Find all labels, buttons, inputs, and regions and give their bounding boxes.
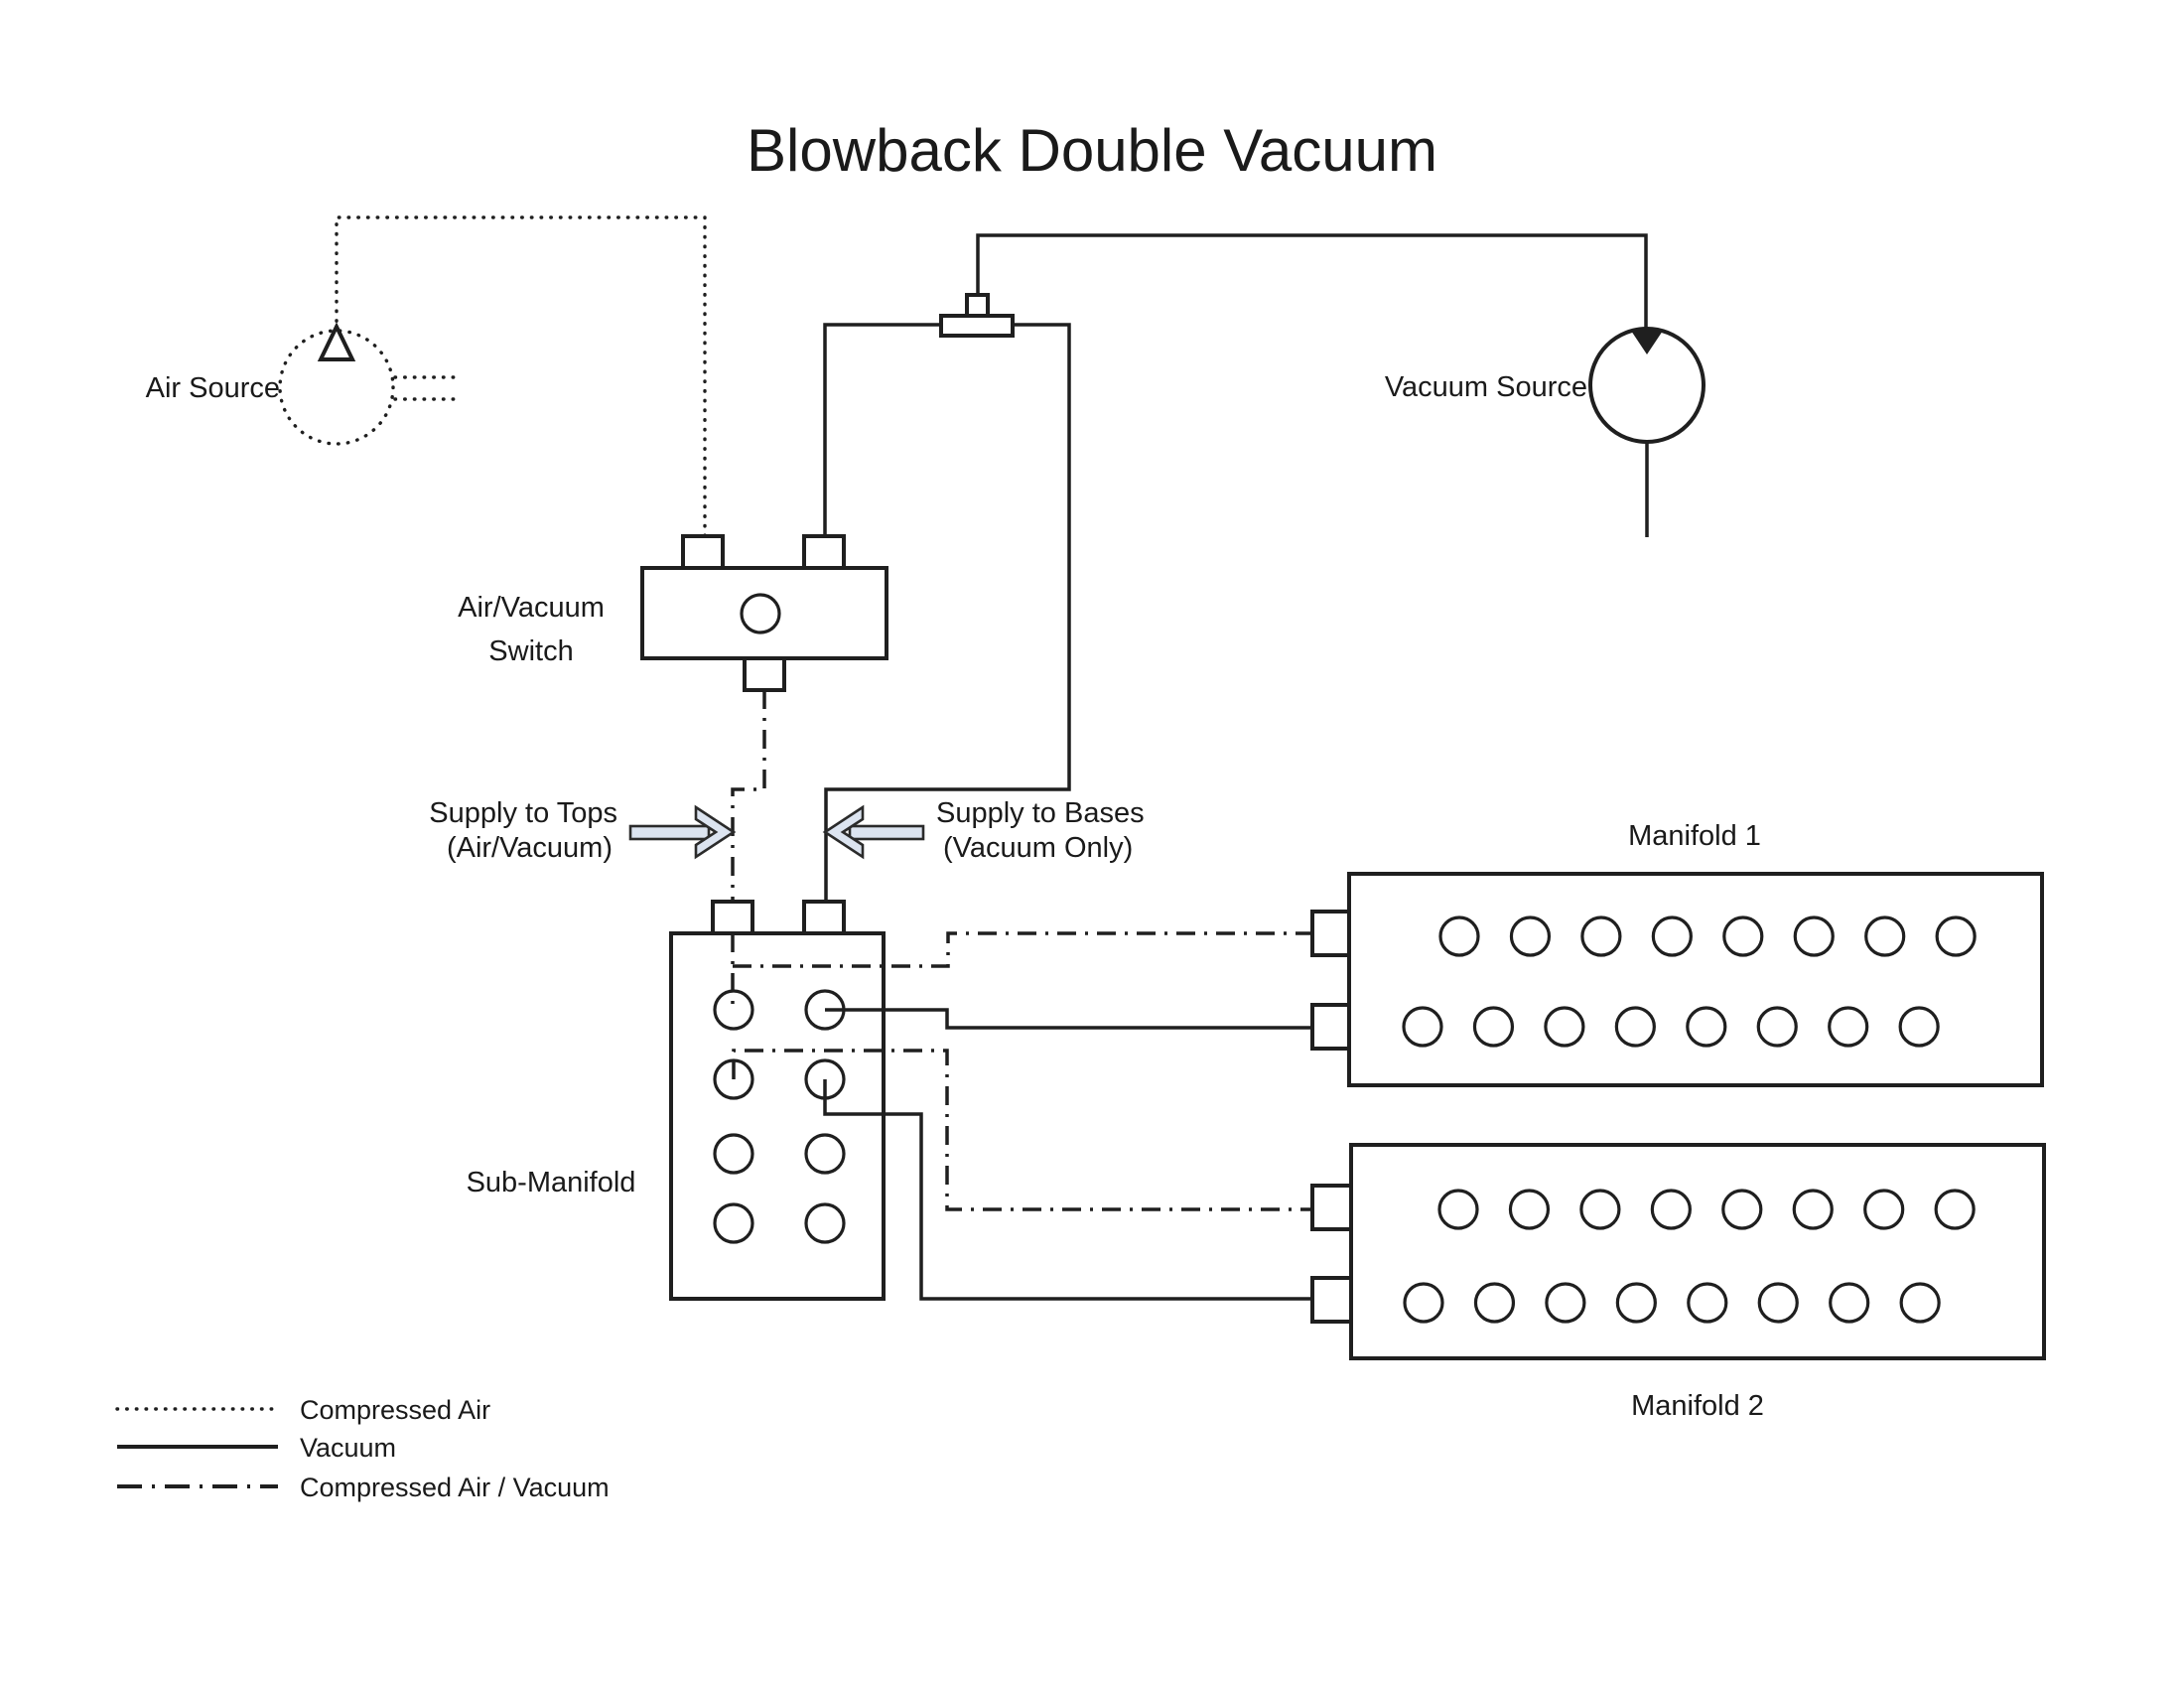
manifold1-hole bbox=[1580, 915, 1622, 957]
manifold1-hole bbox=[1509, 915, 1552, 957]
manifold1-hole bbox=[1828, 1006, 1869, 1048]
switch-label-line1: Air/Vacuum bbox=[458, 592, 605, 624]
bases-line-manifold1 bbox=[825, 1008, 1312, 1030]
sub-manifold-hole bbox=[804, 1202, 846, 1244]
switch-port-air bbox=[681, 534, 725, 570]
manifold1-hole bbox=[1898, 1006, 1940, 1048]
tee-fitting-bar bbox=[939, 314, 1015, 338]
air-vacuum-switch bbox=[640, 534, 888, 692]
sub-manifold-body bbox=[669, 931, 886, 1301]
sub-manifold-hole bbox=[713, 1133, 754, 1175]
sub-manifold-label: Sub-Manifold bbox=[467, 1167, 636, 1198]
supply-bases-arrow-icon bbox=[822, 804, 925, 860]
legend-label-compressed-air-vacuum: Compressed Air / Vacuum bbox=[300, 1473, 610, 1502]
supply-tops-label-line2: (Air/Vacuum) bbox=[447, 832, 613, 864]
air-source-pump-icon bbox=[278, 329, 395, 446]
manifold1-hole bbox=[1686, 1006, 1727, 1048]
manifold2-hole bbox=[1934, 1189, 1976, 1230]
manifold2-hole bbox=[1829, 1282, 1870, 1324]
tops-line-manifold2 bbox=[732, 1049, 1312, 1211]
sub-manifold-port-tops bbox=[711, 900, 754, 935]
switch-port-output bbox=[743, 656, 786, 692]
manifold2-hole bbox=[1757, 1282, 1799, 1324]
manifold1-hole bbox=[1651, 915, 1693, 957]
manifold1-hole bbox=[1438, 915, 1480, 957]
manifold-2 bbox=[1310, 1143, 2046, 1360]
manifold2-hole bbox=[1721, 1189, 1763, 1230]
vacuum-branch-to-submanifold bbox=[824, 323, 1071, 902]
manifold1-hole bbox=[1614, 1006, 1656, 1048]
manifold1-hole bbox=[1864, 915, 1906, 957]
vacuum-pump-icon bbox=[1588, 327, 1706, 444]
compressed-air-line bbox=[335, 215, 707, 538]
supply-tops-arrow-icon bbox=[628, 804, 737, 860]
manifold1-bottom-holes bbox=[1402, 1006, 1940, 1048]
manifold2-body bbox=[1349, 1143, 2046, 1360]
tops-line-manifold1 bbox=[733, 931, 1312, 968]
manifold2-hole bbox=[1508, 1189, 1551, 1230]
supply-bases-label-line2: (Vacuum Only) bbox=[943, 832, 1133, 864]
air-source bbox=[278, 322, 457, 446]
manifold2-top-holes bbox=[1437, 1189, 1976, 1230]
vacuum-source bbox=[1588, 327, 1706, 444]
manifold1-hole bbox=[1756, 1006, 1798, 1048]
manifold2-hole bbox=[1545, 1282, 1586, 1324]
page-title: Blowback Double Vacuum bbox=[747, 117, 1437, 184]
manifold2-bottom-holes bbox=[1403, 1282, 1941, 1324]
manifold1-hole bbox=[1472, 1006, 1515, 1048]
switch-knob-icon bbox=[740, 593, 781, 634]
sub-manifold-hole bbox=[713, 989, 754, 1031]
manifold-1 bbox=[1310, 872, 2044, 1087]
manifold2-hole bbox=[1792, 1189, 1834, 1230]
vacuum-flow-arrowhead-icon bbox=[1631, 331, 1663, 354]
air-source-label: Air Source bbox=[146, 372, 280, 404]
manifold2-port-tops bbox=[1310, 1184, 1353, 1231]
manifold2-hole bbox=[1899, 1282, 1941, 1324]
manifold1-hole bbox=[1793, 915, 1835, 957]
air-source-triangle-icon bbox=[317, 322, 356, 361]
manifold1-hole bbox=[1402, 1006, 1443, 1048]
manifold2-hole bbox=[1473, 1282, 1516, 1324]
manifold1-hole bbox=[1544, 1006, 1585, 1048]
manifold2-hole bbox=[1403, 1282, 1444, 1324]
supply-bases-label-line1: Supply to Bases bbox=[936, 797, 1145, 829]
sub-manifold-hole bbox=[804, 1133, 846, 1175]
manifold2-label: Manifold 2 bbox=[1631, 1390, 1764, 1422]
piping-over bbox=[731, 931, 1312, 1301]
manifold1-body bbox=[1347, 872, 2044, 1087]
manifold2-hole bbox=[1437, 1189, 1479, 1230]
legend-label-compressed-air: Compressed Air bbox=[300, 1395, 490, 1425]
manifold1-port-tops bbox=[1310, 910, 1351, 957]
supply-tops-label-line1: Supply to Tops bbox=[429, 797, 617, 829]
legend-label-vacuum: Vacuum bbox=[300, 1433, 396, 1463]
manifold2-port-bases bbox=[1310, 1276, 1353, 1324]
switch-port-vacuum bbox=[802, 534, 846, 570]
sub-manifold-hole bbox=[713, 1202, 754, 1244]
bases-line-manifold2 bbox=[823, 1079, 1312, 1301]
legend: Compressed Air Vacuum Compressed Air / V… bbox=[115, 1395, 610, 1502]
supply-arrows bbox=[628, 804, 925, 860]
vacuum-top-line bbox=[976, 233, 1648, 332]
manifold1-port-bases bbox=[1310, 1003, 1351, 1051]
switch-label-line2: Switch bbox=[488, 635, 573, 667]
tee-fitting bbox=[939, 293, 1015, 338]
manifold2-hole bbox=[1615, 1282, 1657, 1324]
piping-under bbox=[335, 215, 1649, 902]
manifold1-hole bbox=[1935, 915, 1977, 957]
airvacuum-switch-output-line bbox=[731, 690, 766, 902]
manifold1-hole bbox=[1722, 915, 1764, 957]
manifold1-top-holes bbox=[1438, 915, 1977, 957]
labels: Blowback Double Vacuum Air Source Vacuum… bbox=[146, 117, 1764, 1422]
vacuum-source-label: Vacuum Source bbox=[1385, 371, 1587, 403]
sub-manifold-port-bases bbox=[802, 900, 846, 935]
manifold1-label: Manifold 1 bbox=[1628, 820, 1761, 852]
manifold2-hole bbox=[1687, 1282, 1728, 1324]
manifold2-hole bbox=[1579, 1189, 1621, 1230]
vacuum-branch-to-switch bbox=[823, 323, 941, 536]
manifold2-hole bbox=[1650, 1189, 1692, 1230]
sub-manifold bbox=[669, 900, 886, 1301]
manifold2-hole bbox=[1863, 1189, 1905, 1230]
